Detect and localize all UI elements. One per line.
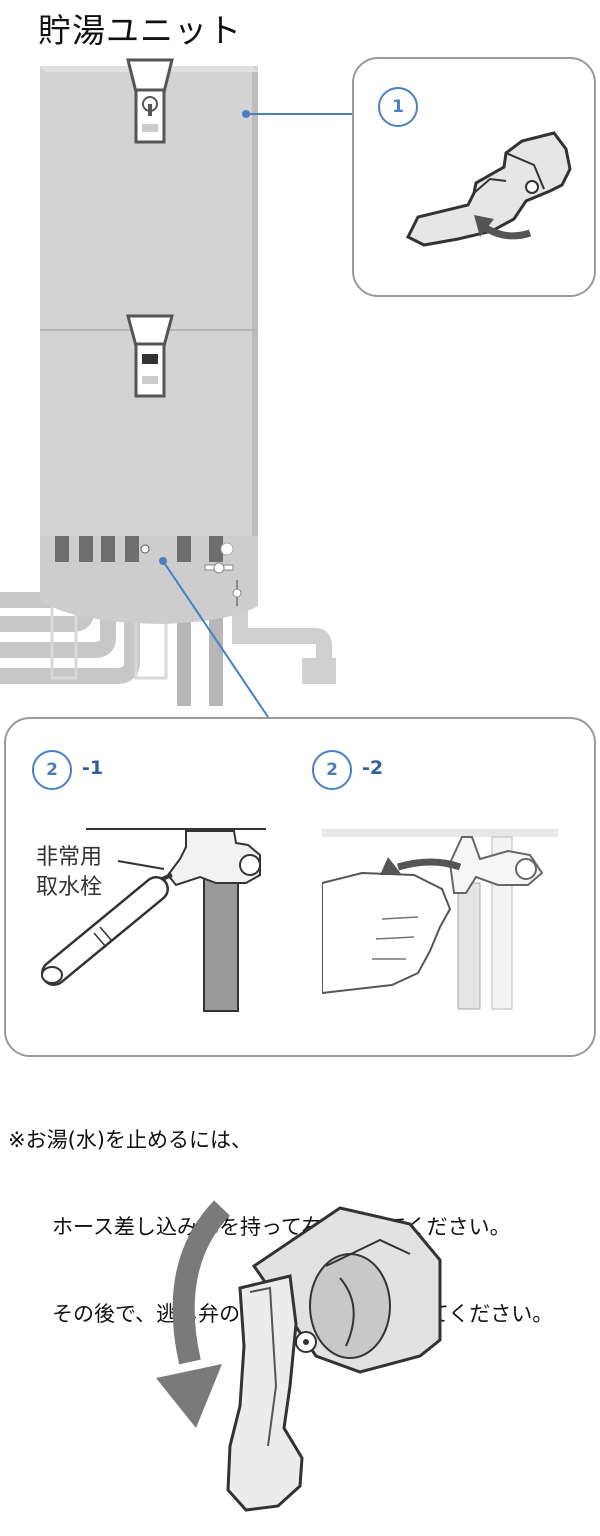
callout-step-1: 1	[352, 57, 596, 297]
valve-label: 非常用 取水栓	[36, 845, 103, 900]
hose-valve-illustration	[41, 828, 266, 1012]
step-number-badge: 2	[32, 750, 72, 790]
callout-step-2: 2 -1 2 -2 非常用 取水栓	[4, 717, 596, 1057]
hand-twist-illustration	[322, 829, 558, 1010]
relief-valve-upper	[126, 58, 174, 144]
step-suffix: -1	[82, 757, 104, 779]
hose	[41, 876, 169, 986]
valve-handle-icon	[204, 562, 242, 606]
lever-illustration	[405, 131, 572, 247]
step-number-badge: 2	[312, 750, 352, 790]
page-title: 貯湯ユニット	[38, 11, 242, 50]
curved-arrow-icon	[474, 215, 532, 240]
step-suffix: -2	[362, 757, 384, 779]
storage-unit-illustration	[0, 58, 352, 718]
relief-lever-illustration	[156, 1200, 442, 1512]
hand-twist-icon	[322, 857, 462, 995]
down-arrow-icon	[156, 1200, 231, 1428]
step-number-badge: 1	[378, 87, 418, 127]
unit-body	[40, 66, 258, 536]
unit-bottom-tray	[40, 536, 258, 624]
elbow-pipe	[232, 600, 332, 668]
relief-valve-lower	[126, 314, 174, 398]
